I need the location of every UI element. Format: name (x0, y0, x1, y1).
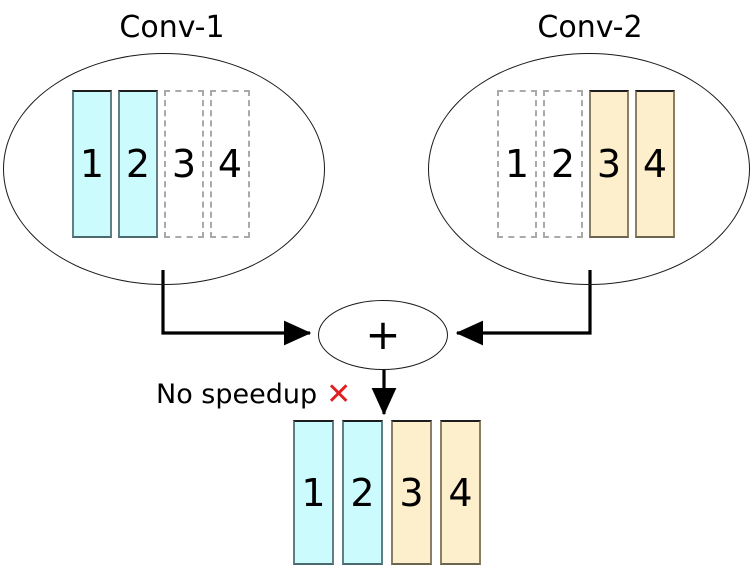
output-channel-4[interactable]: 4 (440, 420, 481, 565)
conv2-ellipse (428, 53, 750, 285)
conv2-channel-4-label: 4 (642, 142, 668, 186)
conv2-channel-3-label: 3 (596, 142, 622, 186)
output-channel-4-label: 4 (448, 470, 473, 515)
conv1-channel-4-label: 4 (217, 142, 243, 186)
conv1-channel-1[interactable]: 1 (72, 90, 112, 238)
output-channel-1-label: 1 (301, 470, 326, 515)
conv2-channel-4[interactable]: 4 (635, 90, 675, 238)
output-channel-2[interactable]: 2 (342, 420, 383, 565)
conv2-channel-3[interactable]: 3 (589, 90, 629, 238)
conv2-channel-1-label: 1 (504, 142, 530, 186)
output-channel-3[interactable]: 3 (391, 420, 432, 565)
conv1-ellipse (3, 53, 325, 285)
conv2-channel-2-label: 2 (550, 142, 576, 186)
conv1-channel-2[interactable]: 2 (118, 90, 158, 238)
conv2-channel-1[interactable]: 1 (497, 90, 537, 238)
adder-node[interactable]: + (318, 300, 448, 370)
conv1-channel-4[interactable]: 4 (210, 90, 250, 238)
output-channel-1[interactable]: 1 (293, 420, 334, 565)
conv1-channel-2-label: 2 (125, 142, 151, 186)
conv1-channel-row: 1 2 3 4 (72, 90, 250, 238)
conv1-title: Conv-1 (119, 10, 225, 45)
conv2-title: Conv-2 (537, 10, 643, 45)
cross-icon: ✕ (326, 377, 352, 412)
conv1-channel-3-label: 3 (171, 142, 197, 186)
conv1-channel-1-label: 1 (79, 142, 105, 186)
output-channel-row: 1 2 3 4 (293, 420, 481, 565)
no-speedup-label: No speedup (156, 379, 318, 410)
output-channel-2-label: 2 (350, 470, 375, 515)
output-channel-3-label: 3 (399, 470, 424, 515)
conv2-channel-2[interactable]: 2 (543, 90, 583, 238)
no-speedup-note: No speedup ✕ (156, 377, 352, 412)
conv1-channel-3[interactable]: 3 (164, 90, 204, 238)
conv2-channel-row: 1 2 3 4 (497, 90, 675, 238)
plus-icon: + (365, 310, 401, 359)
